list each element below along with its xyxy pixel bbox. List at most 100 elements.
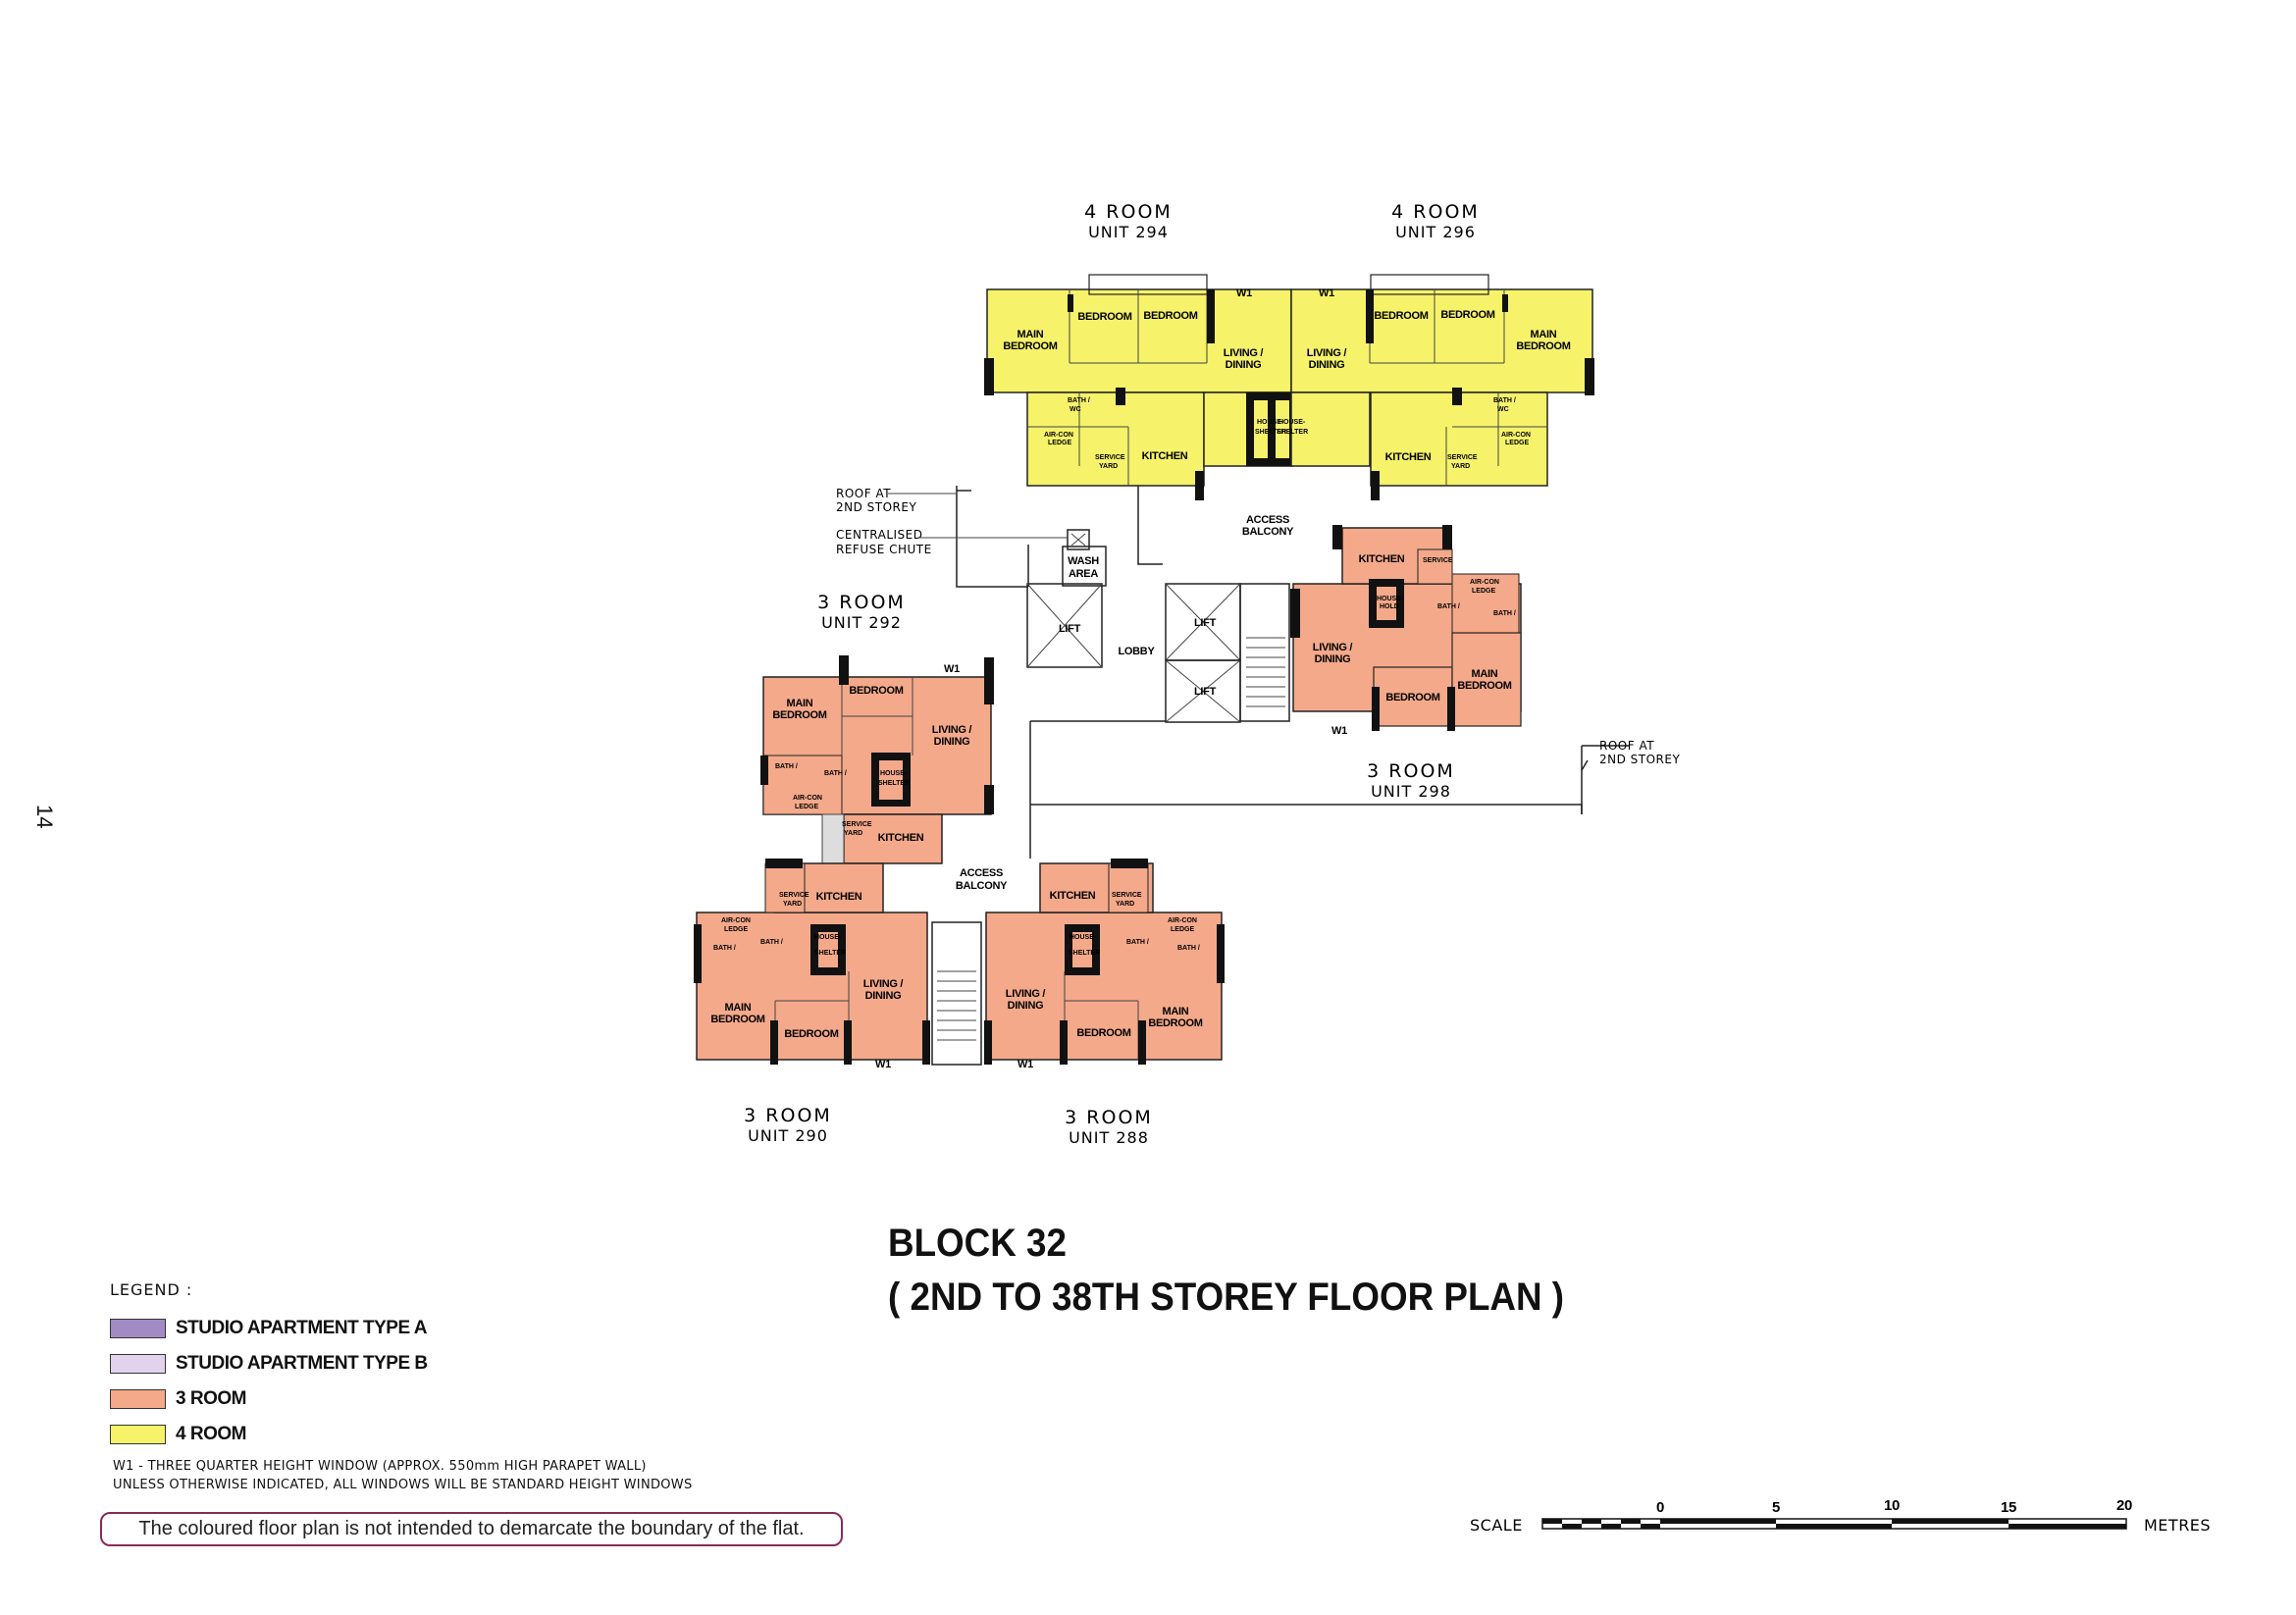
room-label-small: HOUSE- [1070,934,1097,941]
legend-label: STUDIO APARTMENT TYPE B [176,1353,428,1374]
unit-298-type: 3 ROOM [1367,760,1455,782]
lift-label: LIFT [1194,686,1217,698]
room-label: BEDROOM [1440,309,1494,321]
legend-item-studio-b: STUDIO APARTMENT TYPE B [110,1346,428,1381]
roof-annotation: ROOF AT [1599,739,1654,753]
roof-annotation: 2ND STOREY [836,500,916,514]
room-label: BEDROOM [1385,692,1439,703]
room-label: BEDROOM [1143,310,1197,322]
room-label: BEDROOM [1457,680,1511,692]
roof-annotation: ROOF AT [836,487,891,500]
unit-296-type: 4 ROOM [1391,201,1480,223]
legend-swatch [110,1425,166,1444]
room-label: DINING [1315,653,1351,665]
room-label: LIVING / [1307,347,1347,359]
unit-294-plan [984,274,1295,500]
legend: LEGEND : STUDIO APARTMENT TYPE A STUDIO … [110,1280,428,1452]
unit-288-plan [984,859,1225,1065]
room-label-small: BATH / [1177,945,1200,952]
lobby-label: LOBBY [1118,646,1155,657]
legend-item-studio-a: STUDIO APARTMENT TYPE A [110,1311,428,1346]
room-label-small: AIR-CON [1044,432,1073,439]
room-label-small: SERVICE [1423,557,1453,564]
scale-tick: 20 [2116,1497,2132,1514]
scale-bar: SCALE 0 5 10 15 20 METRES [1470,1497,2211,1535]
w1-label: W1 [875,1059,891,1070]
room-labels: BEDROOM BEDROOM MAIN BEDROOM LIVING / DI… [710,287,1571,1070]
room-label-small: HOUSE- [814,934,842,941]
refuse-chute-annotation: CENTRALISED [836,528,923,542]
unit-290-number: UNIT 290 [748,1126,828,1145]
scale-unit: METRES [2144,1516,2211,1535]
scale-tick: 0 [1656,1499,1664,1516]
room-label: LIVING / [863,978,904,990]
room-label: LIVING / [1006,988,1046,1000]
legend-heading: LEGEND : [110,1280,193,1299]
room-label-small: SHELTER [1069,950,1100,957]
room-label: BEDROOM [1077,311,1131,323]
room-label: BEDROOM [710,1014,764,1025]
lift-label: LIFT [1194,617,1217,629]
room-label-small: YARD [844,830,862,837]
disclaimer-box: The coloured floor plan is not intended … [100,1512,843,1546]
room-label-small: BATH / [760,939,783,946]
room-label-small: BATH / [775,763,798,770]
room-label: MAIN [1163,1006,1189,1017]
lift-a [1026,583,1103,668]
legend-item-4-room: 4 ROOM [110,1417,428,1452]
room-label: KITCHEN [1385,451,1432,463]
room-label-small: BATH / [1437,603,1460,610]
w1-label: W1 [1018,1059,1033,1070]
annotations: ROOF AT 2ND STOREY CENTRALISED REFUSE CH… [836,487,1680,766]
room-label-small: WC [1070,406,1081,413]
unit-296-plan [1290,274,1594,500]
w1-label: W1 [1331,725,1347,737]
room-label-small: HOUSE- [1257,419,1284,426]
roof-annotation: 2ND STOREY [1599,753,1680,766]
unit-296-number: UNIT 296 [1395,223,1476,241]
room-label-small: SERVICE [842,821,872,828]
room-label-small: BATH / [1493,397,1516,404]
room-label: BEDROOM [784,1028,838,1040]
access-balcony-label: BALCONY [1242,526,1294,538]
room-label-small: LEDGE [724,926,748,933]
room-label-small: HOUSE- [880,770,908,777]
access-balcony-label: ACCESS [960,867,1003,879]
room-label-small: SHELTER [878,780,910,787]
room-label: MAIN [787,698,813,709]
room-label: MAIN [1472,668,1498,680]
legend-swatch [110,1354,166,1374]
room-label-small: AIR-CON [793,795,822,802]
scale-tick: 5 [1772,1499,1780,1516]
room-label-small: LEDGE [1505,440,1529,446]
room-label: DINING [1309,359,1345,371]
room-label-small: SERVICE [1112,892,1142,899]
room-label-small: LEDGE [1171,926,1194,933]
unit-294-type: 4 ROOM [1084,201,1173,223]
room-label: KITCHEN [1359,553,1405,565]
access-balcony-label: ACCESS [1246,514,1289,526]
unit-290-plan [694,859,930,1065]
lift-label: LIFT [1059,623,1081,635]
room-label: BEDROOM [1516,340,1570,352]
floor-plan-subtitle: ( 2ND TO 38TH STOREY FLOOR PLAN ) [888,1276,1565,1319]
room-label: LIVING / [932,724,972,736]
legend-label: 3 ROOM [176,1388,246,1409]
room-label: KITCHEN [816,891,862,903]
room-label-small: SERVICE [779,892,809,899]
room-label: KITCHEN [1050,890,1096,902]
refuse-chute-annotation: REFUSE CHUTE [836,543,932,556]
room-label: DINING [934,736,970,748]
wash-area-label: AREA [1069,568,1098,580]
room-label-small: LEDGE [1048,440,1071,446]
room-label-small: AIR-CON [1168,917,1197,924]
room-label-small: SHELTER [1255,429,1286,436]
room-label-small: YARD [1451,463,1470,470]
note-line: UNLESS OTHERWISE INDICATED, ALL WINDOWS … [113,1478,693,1492]
room-label: BEDROOM [1076,1027,1130,1039]
room-label: DINING [1008,1000,1044,1012]
room-label-small: LEDGE [1472,588,1495,595]
room-label-small: BATH / [1068,397,1090,404]
legend-swatch [110,1319,166,1338]
